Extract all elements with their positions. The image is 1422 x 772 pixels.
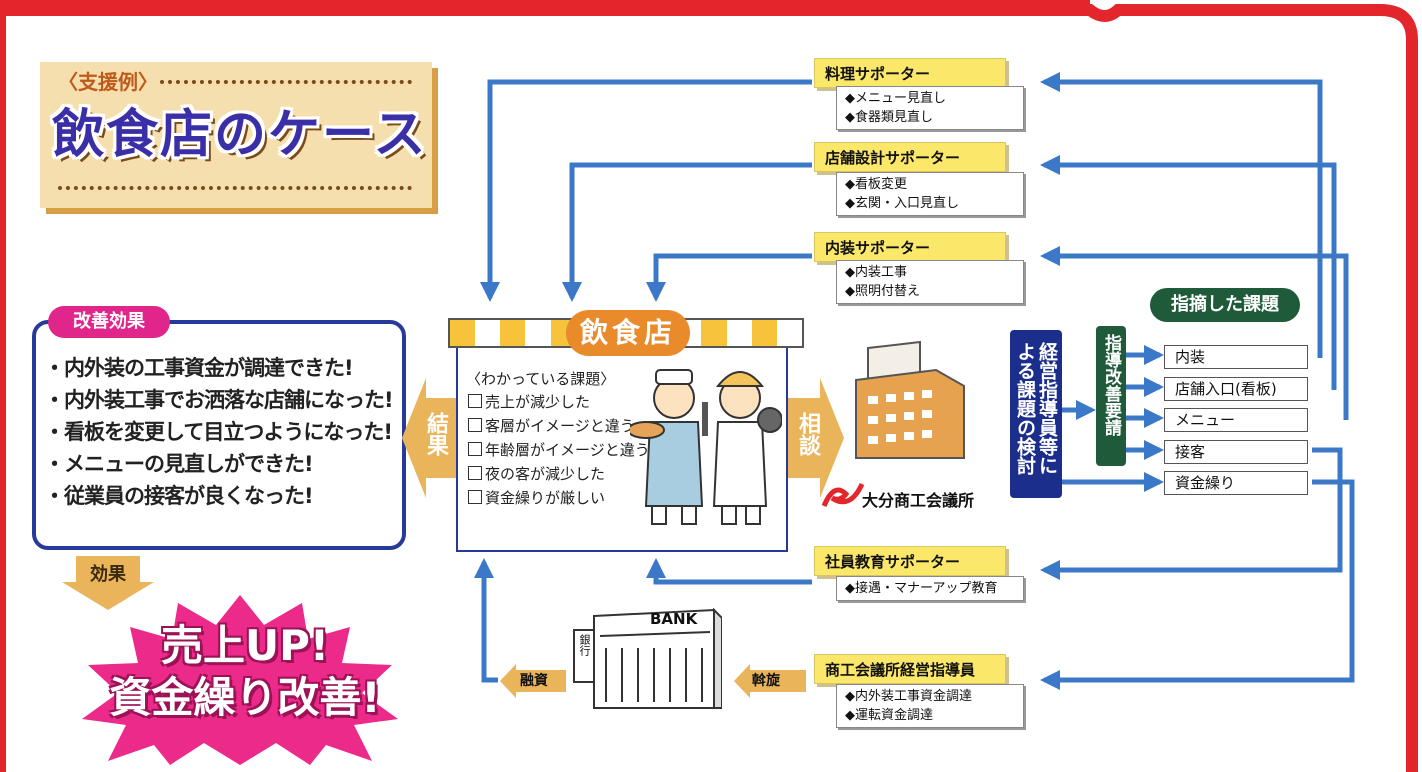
known-issues-list: 売上が減少した 客層がイメージと違う 年齢層がイメージと違う 夜の客が減少した …	[468, 390, 650, 510]
supporter-cooking-title: 料理サポーター	[814, 58, 1006, 88]
pointed-issues-title: 指摘した課題	[1150, 288, 1300, 322]
dotted-rule-bottom	[58, 186, 412, 190]
chamber-logo	[821, 482, 864, 508]
known-issue-item: 資金繰りが厳しい	[468, 486, 650, 510]
effects-item: ・メニューの見直しができた!	[44, 452, 314, 476]
supporter-note: 照明付替え	[845, 282, 1015, 301]
mediation-label: 斡旋	[752, 673, 780, 689]
case-prefix: 〈支援例〉	[58, 70, 158, 94]
supporter-note: 玄関・入口見直し	[845, 194, 1015, 213]
supporter-note: メニュー見直し	[845, 89, 1015, 108]
supporter-training-notes: 接遇・マナーアップ教育	[836, 576, 1024, 601]
supporter-design-notes: 看板変更 玄関・入口見直し	[836, 172, 1024, 216]
supporter-note: 運転資金調達	[845, 706, 1015, 725]
effect-down-arrow	[62, 556, 154, 610]
case-title: 飲食店のケース	[52, 105, 428, 165]
supporter-note: 看板変更	[845, 175, 1015, 194]
bank-illustration	[573, 608, 722, 709]
pointed-issue-service: 接客	[1164, 440, 1308, 464]
effects-tag: 改善効果	[48, 306, 170, 338]
review-label: 経営指導員等による課題の検討	[1014, 342, 1058, 475]
mediation-arrow	[734, 664, 806, 698]
effects-item: ・内外装の工事資金が調達できた!	[44, 356, 354, 380]
office-name: 大分商工会議所	[862, 491, 975, 510]
bank-sign: BANK	[650, 610, 698, 628]
request-label: 指導改善要請	[1101, 334, 1121, 436]
bank-side-label: 銀行	[578, 634, 591, 656]
known-issue-item: 売上が減少した	[468, 390, 650, 414]
case-title-panel	[40, 62, 432, 208]
loan-arrow	[500, 664, 566, 698]
effect-label: 効果	[90, 564, 126, 585]
known-issue-item: 客層がイメージと違う	[468, 414, 650, 438]
effects-box	[32, 320, 406, 550]
review-label-box: 経営指導員等による課題の検討	[1010, 330, 1062, 498]
supporter-advisor-title: 商工会議所経営指導員	[814, 654, 1006, 684]
known-issues-title: 〈わかっている課題〉	[466, 370, 616, 388]
supporter-note: 内装工事	[845, 263, 1015, 282]
supporter-note: 食器類見直し	[845, 108, 1015, 127]
pointed-issue-entrance: 店舗入口(看板)	[1164, 377, 1308, 401]
request-label-box: 指導改善要請	[1096, 326, 1126, 466]
restaurant-sign: 飲食店	[566, 310, 690, 356]
known-issue-item: 夜の客が減少した	[468, 462, 650, 486]
result-burst	[82, 595, 398, 765]
effects-item: ・看板を変更して目立つようになった!	[44, 420, 393, 444]
supporter-interior-title: 内装サポーター	[814, 232, 1006, 262]
consult-arrow-label: 相談	[795, 412, 820, 456]
effects-item: ・内外装工事でお洒落な店舗になった!	[44, 388, 394, 412]
pointed-issue-menu: メニュー	[1164, 408, 1308, 432]
pointed-issue-interior: 内装	[1164, 345, 1308, 369]
result-arrow-label: 結果	[423, 412, 448, 456]
supporter-advisor-notes: 内外装工事資金調達 運転資金調達	[836, 684, 1024, 728]
result-line-2: 資金繰り改善!	[109, 673, 381, 722]
loan-label: 融資	[520, 673, 548, 689]
result-arrow	[402, 378, 458, 498]
dotted-rule-top	[160, 80, 412, 84]
supporter-training-title: 社員教育サポーター	[814, 546, 1006, 576]
consult-arrow	[788, 378, 844, 498]
supporter-note: 接遇・マナーアップ教育	[845, 579, 1015, 598]
pointed-issue-cashflow: 資金繰り	[1164, 471, 1308, 495]
supporter-note: 内外装工事資金調達	[845, 687, 1015, 706]
chefs-illustration	[630, 369, 782, 525]
result-text: 売上UP! 資金繰り改善!	[60, 620, 430, 724]
supporter-design-title: 店舗設計サポーター	[814, 142, 1006, 172]
result-line-1: 売上UP!	[160, 621, 330, 670]
supporter-cooking-notes: メニュー見直し 食器類見直し	[836, 86, 1024, 130]
effects-item: ・従業員の接客が良くなった!	[44, 484, 314, 508]
supporter-interior-notes: 内装工事 照明付替え	[836, 260, 1024, 304]
office-building-illustration	[855, 340, 965, 459]
known-issue-item: 年齢層がイメージと違う	[468, 438, 650, 462]
arrows-blue	[474, 72, 1355, 690]
frame-red-border	[0, 4, 1418, 772]
effects-list: ・内外装の工事資金が調達できた! ・内外装工事でお洒落な店舗になった! ・看板を…	[44, 352, 394, 512]
